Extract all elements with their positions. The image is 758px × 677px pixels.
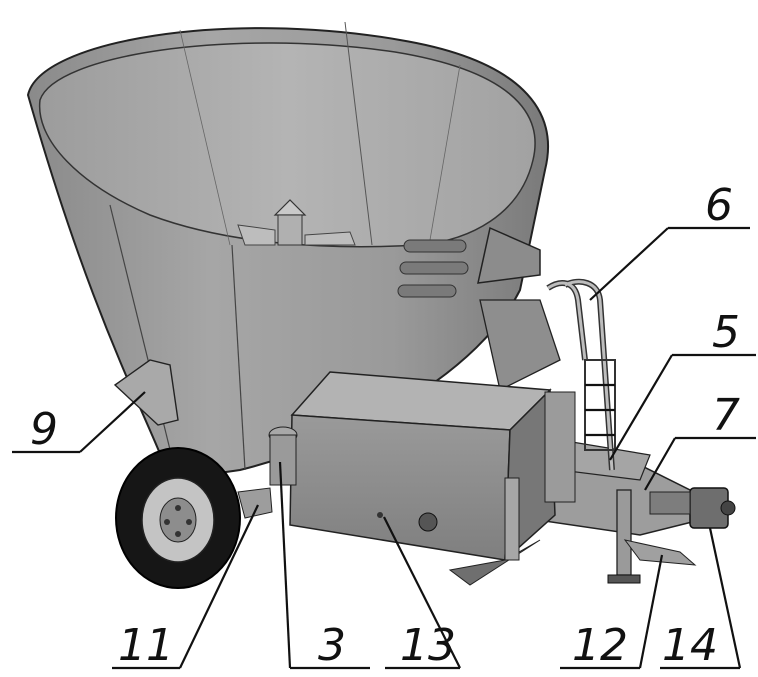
gearbox-housing [268,371,576,586]
callout-5: 5 [712,307,740,358]
callout-6: 6 [705,180,733,231]
callout-7: 7 [712,390,740,441]
callout-14: 14 [662,620,718,671]
callout-13: 13 [400,620,456,671]
tub-support [479,299,561,391]
callout-11: 11 [118,620,174,671]
side-bracket [113,359,179,426]
callout-12: 12 [572,620,628,671]
access-ladder [546,278,616,471]
callout-9: 9 [30,404,58,455]
callout-numbers: 9 11 3 13 6 5 7 12 14 [30,180,740,671]
callout-3: 3 [318,620,346,671]
leader-lines [12,226,756,670]
wheel [115,447,273,589]
